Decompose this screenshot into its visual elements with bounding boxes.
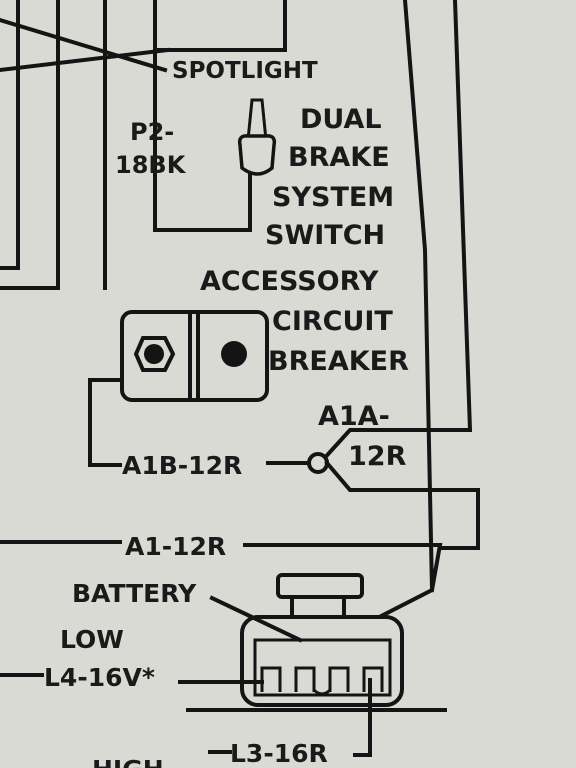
lower-wires (0, 673, 447, 757)
label-l3: L3-16R (230, 739, 328, 768)
label-l4: L4-16V* (44, 663, 155, 692)
label-circuit: CIRCUIT (272, 306, 393, 337)
label-breaker: BREAKER (268, 346, 409, 377)
junction-wires (266, 452, 480, 550)
label-a1b: A1B-12R (122, 451, 242, 480)
label-a1a: A1A- (318, 401, 390, 432)
label-high: HIGH (92, 755, 164, 768)
label-p2-gauge: 18BK (115, 151, 187, 179)
label-system: SYSTEM (272, 182, 394, 213)
label-p2: P2- (130, 118, 174, 146)
spotlight-wires (153, 0, 287, 232)
circuit-breaker-symbol (88, 310, 269, 467)
label-brake: BRAKE (288, 142, 390, 173)
label-switch: SWITCH (265, 220, 385, 251)
label-dual: DUAL (300, 104, 382, 135)
a1-wire (0, 540, 443, 593)
label-low: LOW (60, 625, 124, 654)
label-a1: A1-12R (125, 532, 226, 561)
dual-brake-switch-symbol (237, 98, 277, 176)
label-battery: BATTERY (72, 579, 197, 608)
battery-symbol (209, 573, 404, 707)
right-wires (317, 0, 473, 635)
label-a1a-gauge: 12R (348, 441, 407, 472)
left-wires (0, 0, 171, 290)
label-accessory: ACCESSORY (200, 266, 379, 297)
label-spotlight: SPOTLIGHT (172, 58, 318, 84)
